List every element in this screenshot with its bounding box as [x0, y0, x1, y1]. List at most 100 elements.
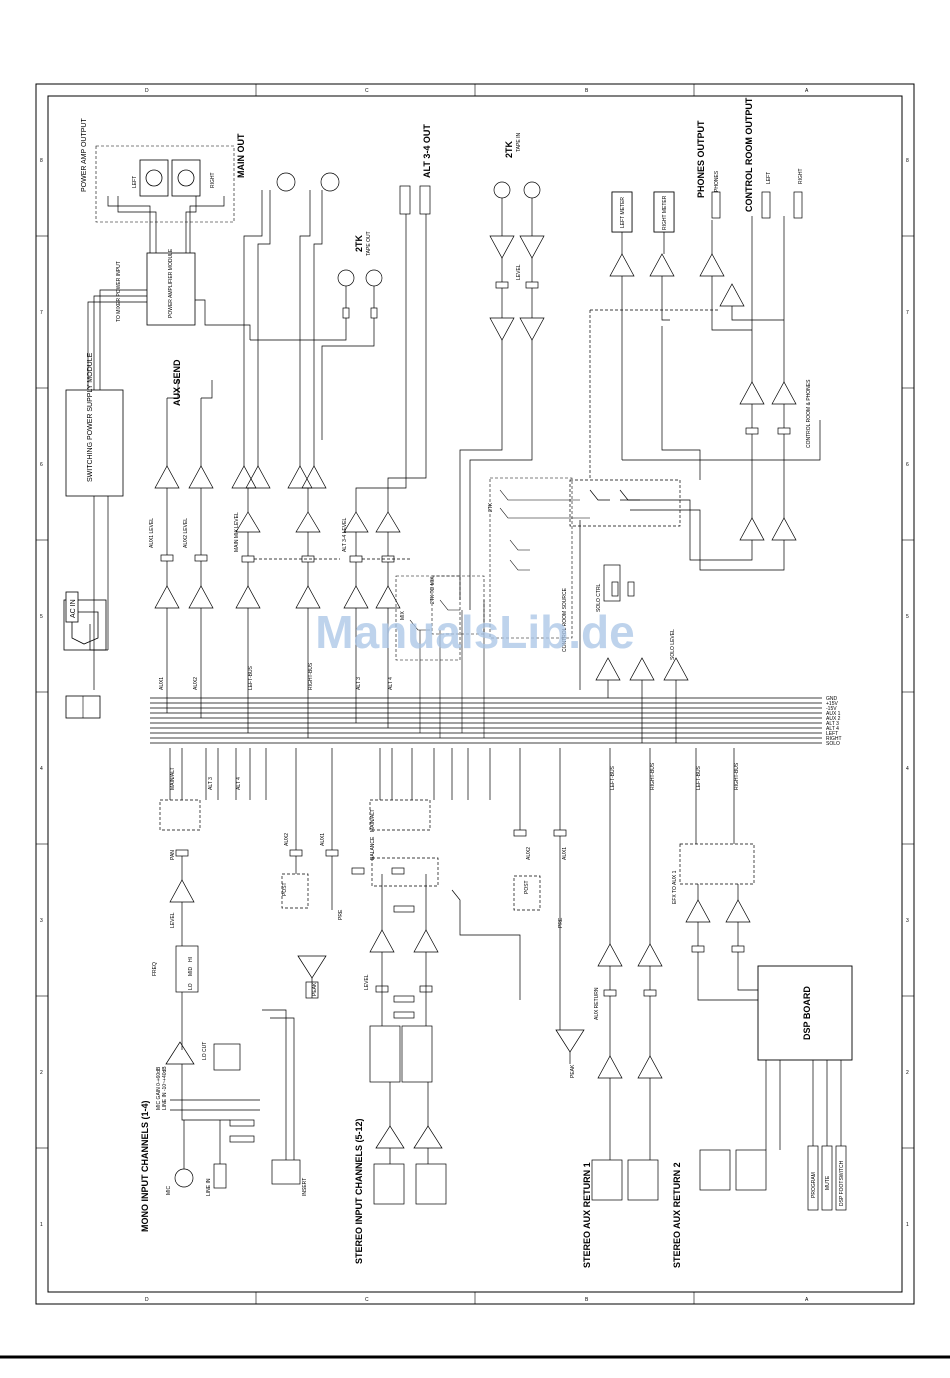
power-amp-module-box [146, 252, 196, 326]
stereo-main-alt-label: MAIN/ALT [370, 809, 376, 832]
ruler-letter-b-bottom: B [585, 1297, 589, 1303]
bus-label-alt4: ALT 4 [826, 726, 839, 732]
bus-label-aux2: AUX 2 [826, 716, 841, 722]
ruler-num-8: 8 [40, 158, 43, 164]
ruler-num-3-right: 3 [906, 918, 909, 924]
tape-in-circuit [459, 181, 545, 610]
left-meter-label: LEFT METER [620, 197, 626, 228]
aux2-level-label: AUX2 LEVEL [183, 518, 189, 548]
right-meter-label: RIGHT METER [662, 195, 668, 230]
stereo-level-label: LEVEL [364, 974, 370, 990]
aux-return-circuit [591, 748, 781, 1201]
ac-in-label: AC IN [70, 599, 77, 618]
mic-gain-label: MIC GAIN 0-+60dB [156, 1066, 162, 1110]
switching-power-supply-label: SWITCHING POWER SUPPLY MODULE [87, 352, 94, 482]
ruler-letter-c: C [365, 88, 369, 94]
power-amp-output-frame [95, 145, 235, 223]
dsp-board-label: DSP BOARD [802, 986, 812, 1040]
mono-peak-label: PEAK [312, 982, 318, 996]
mono-post-label: POST [282, 882, 288, 896]
ruler-letter-a-bottom: A [805, 1297, 809, 1303]
bus-bundle [150, 697, 822, 744]
stereo-aux1-label: AUX1 [562, 847, 568, 860]
routing-2tk-label: 2TK [488, 502, 494, 512]
control-room-source-label: CONTROL ROOM SOURCE [562, 587, 568, 652]
switching-power-supply-box [65, 389, 124, 497]
iec-socket-icon [71, 611, 99, 645]
stereo-peak-label: PEAK [570, 1064, 576, 1078]
alt34-out-circuit [343, 185, 431, 728]
ruler-num-6: 6 [40, 462, 43, 468]
return-left-bus-label: LEFT-BUS [610, 765, 616, 790]
solo-ctrl-label: SOLO CTRL [596, 583, 602, 612]
speakon-right-jack [177, 169, 195, 187]
ruler-num-5-right: 5 [906, 614, 909, 620]
return-right-bus-label: RIGHT-BUS [650, 762, 656, 790]
ruler-num-5: 5 [40, 614, 43, 620]
ruler-num-6-right: 6 [906, 462, 909, 468]
solo-level-label: SOLO LEVEL [670, 629, 676, 660]
right-meter-box [653, 191, 675, 233]
stereo-pre-label: PRE [558, 917, 564, 928]
ruler-num-8-right: 8 [906, 158, 909, 164]
bus-label-m15: -15V [826, 706, 837, 712]
mono-eq-mid-label: MID [188, 966, 194, 976]
main-mix-level-label: MAIN MIX LEVEL [234, 512, 240, 552]
main-right-bus-label: RIGHT-BUS [308, 662, 314, 690]
ruler-letter-a: A [805, 88, 809, 94]
ac-in-box [65, 591, 79, 623]
mono-freq-label: FREQ [152, 962, 158, 976]
control-room-phones-label: CONTROL ROOM & PHONES [806, 379, 812, 448]
bus-label-left: LEFT [826, 731, 838, 737]
ruler-num-4: 4 [40, 766, 43, 772]
aux2-bus-tap-label: AUX2 [193, 677, 199, 690]
speakon-left-jack [145, 169, 163, 187]
main-out-label: MAIN OUT [236, 133, 246, 178]
phones-jack-label: PHONES [714, 170, 720, 192]
power-amp-right-label: RIGHT [210, 172, 216, 188]
stereo-aux2-label: AUX2 [526, 847, 532, 860]
routing-switches [395, 477, 590, 738]
aux-send-label: AUX SEND [172, 359, 182, 406]
ruler-num-7-right: 7 [906, 310, 909, 316]
output-jacks [711, 191, 803, 219]
dsp-wires [812, 1060, 842, 1146]
mix-label: MIX [400, 610, 406, 620]
inner-frame [47, 95, 903, 1293]
cr-right-label: RIGHT [798, 168, 804, 184]
tape-in-level-label: LEVEL [516, 264, 522, 280]
bus-label-solo: SOLO [826, 741, 840, 747]
ruler-letter-d-bottom: D [145, 1297, 149, 1303]
dsp-footswitch-label: DSP FOOTSWITCH [839, 1160, 845, 1206]
main-out-circuit [231, 172, 340, 738]
balance-label: BALANCE [370, 836, 376, 860]
cr-left-label: LEFT [766, 172, 772, 184]
ruler-num-1: 1 [40, 1222, 43, 1228]
line-in-label: LINE IN [206, 1178, 212, 1196]
ruler-num-3: 3 [40, 918, 43, 924]
stereo-aux-return-2-label: STEREO AUX RETURN 2 [672, 1162, 682, 1268]
mono-input-channels-label: MONO INPUT CHANNELS (1-4) [140, 1100, 150, 1232]
insert-label: INSERT [302, 1178, 308, 1196]
mono-eq-lo-label: LO [188, 983, 194, 990]
mono-pre-label: PRE [338, 909, 344, 920]
mono-level-label: LEVEL [170, 912, 176, 928]
mono-channel-circuit [159, 748, 339, 1189]
return2-right-bus-label: RIGHT-BUS [734, 762, 740, 790]
aux-return-label: AUX RETURN [594, 987, 600, 1020]
left-meter-box [611, 191, 633, 233]
ruler-letter-c-bottom: C [365, 1297, 369, 1303]
lo-cut-label: LO CUT [202, 1042, 208, 1060]
dsp-board-box [757, 965, 853, 1061]
to-mixer-power-input-label: TO MIXER POWER INPUT [116, 261, 122, 322]
speakon-right [171, 159, 201, 197]
return2-left-bus-label: LEFT-BUS [696, 765, 702, 790]
tape-out-title: 2TK [354, 234, 364, 252]
tape-in-label: TAPE IN [516, 133, 522, 152]
power-amp-left-label: LEFT [132, 176, 138, 188]
two-tk-to-mix-label: 2TK TO MIX [430, 576, 436, 604]
ruler-letters: D C B A D C B A [145, 88, 809, 1303]
alt34-out-label: ALT 3-4 OUT [422, 124, 432, 178]
